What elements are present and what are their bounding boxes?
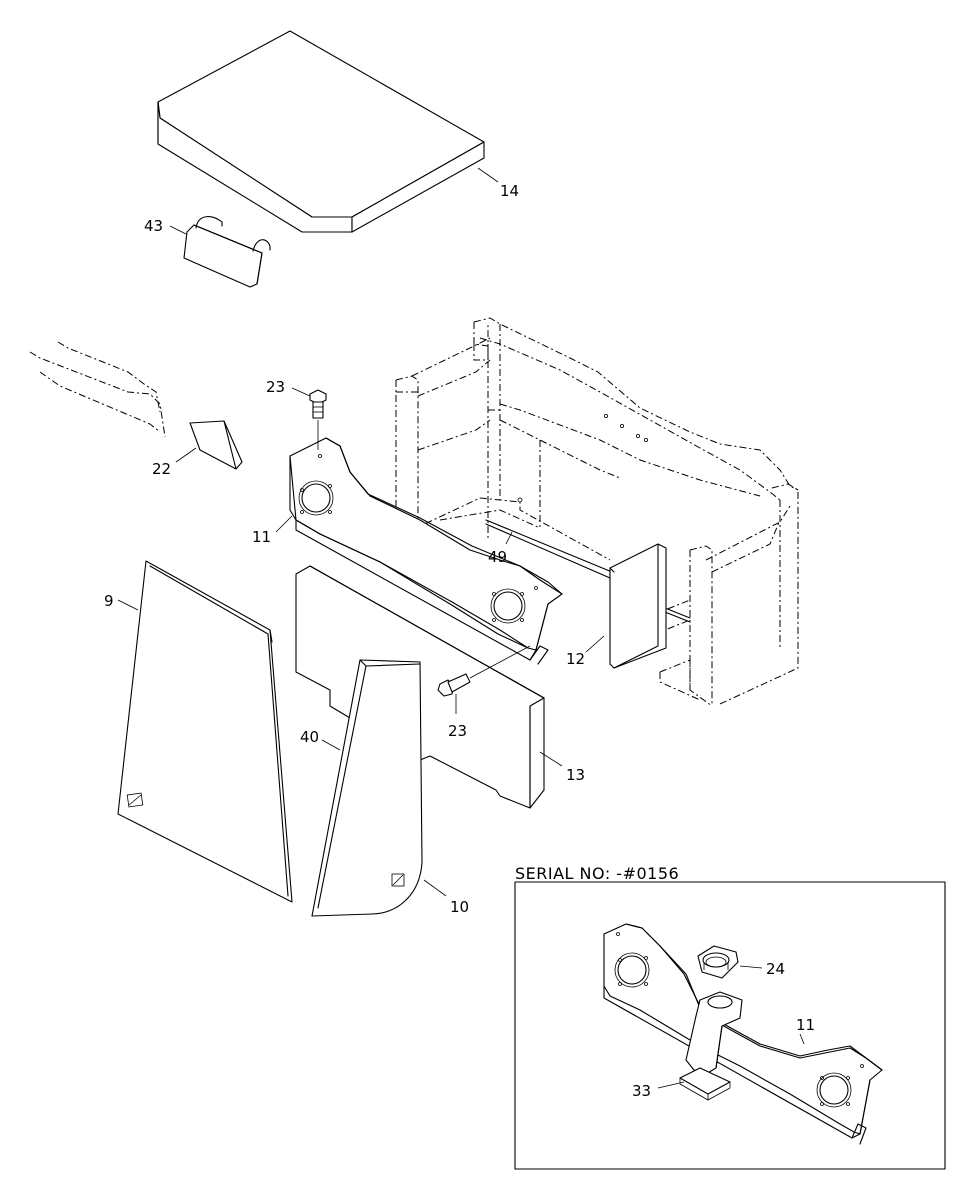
callout-33: 33 xyxy=(632,1082,651,1100)
callout-10: 10 xyxy=(450,898,469,916)
callout-13: 13 xyxy=(566,766,585,784)
callout-43: 43 xyxy=(144,217,163,235)
part-14-cushion xyxy=(157,30,485,233)
phantom-frame xyxy=(395,317,799,707)
part-22-pad xyxy=(189,420,243,470)
callout-11-main: 11 xyxy=(252,528,271,546)
callout-9: 9 xyxy=(104,592,114,610)
callout-22: 22 xyxy=(152,460,171,478)
inset-serial-title: SERIAL NO: -#0156 xyxy=(515,864,679,883)
inset-part-11-beam xyxy=(603,923,883,1145)
callout-40: 40 xyxy=(300,728,319,746)
callout-24: 24 xyxy=(766,960,785,978)
callout-23-upper: 23 xyxy=(266,378,285,396)
callout-23-lower: 23 xyxy=(448,722,467,740)
part-23-bolt-lower xyxy=(437,645,531,697)
inset-part-24-grommet xyxy=(697,945,739,979)
part-43-handle xyxy=(183,216,271,288)
part-11-beam xyxy=(289,437,563,665)
part-12-side-pad xyxy=(609,543,667,669)
phantom-rail xyxy=(29,341,166,438)
callout-49: 49 xyxy=(488,548,507,566)
leader-lines xyxy=(117,167,805,1089)
part-10-panel xyxy=(311,659,423,917)
inset-part-33-bracket xyxy=(679,991,743,1101)
inset-box xyxy=(514,881,946,1170)
callout-14: 14 xyxy=(500,182,519,200)
callout-11-inset: 11 xyxy=(796,1016,815,1034)
part-9-panel xyxy=(117,560,293,903)
callout-12: 12 xyxy=(566,650,585,668)
part-23-bolt-upper xyxy=(309,389,327,450)
